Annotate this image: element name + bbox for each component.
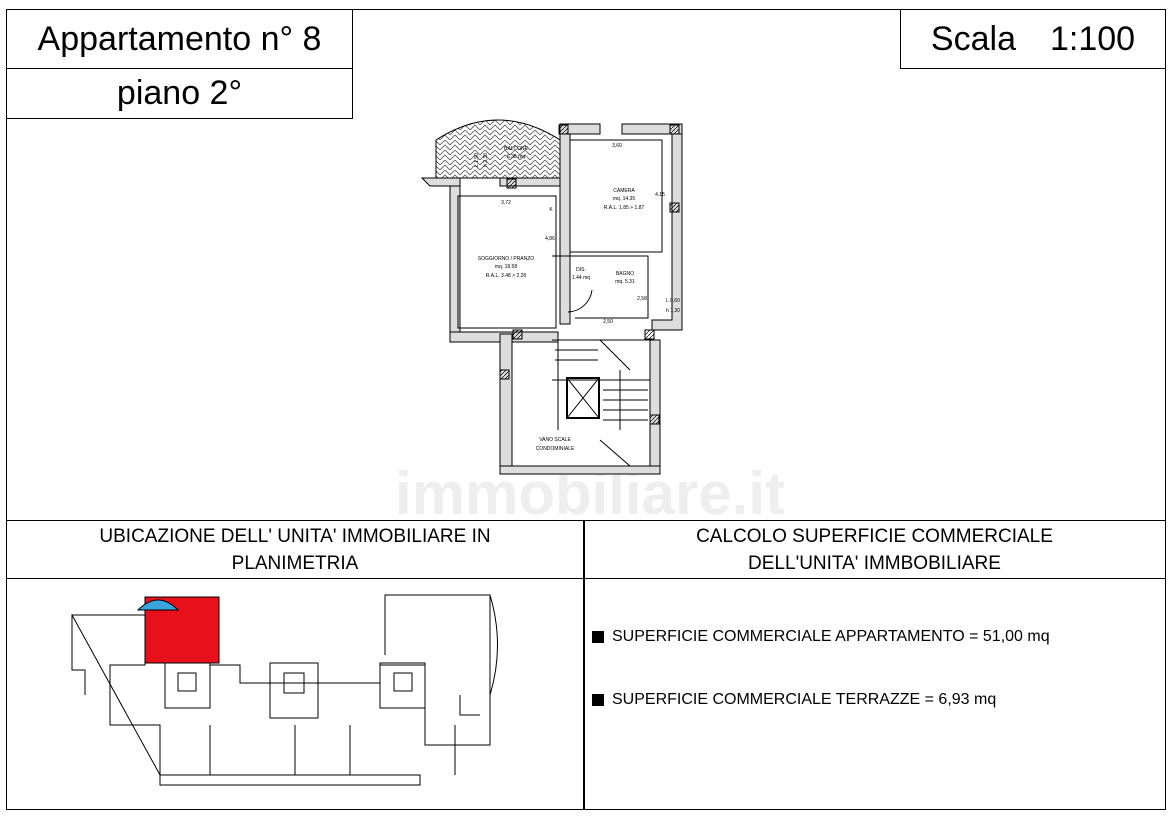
dis-name: DIS. <box>576 267 586 273</box>
site-plan <box>71 594 498 786</box>
window-h: h 1,30 <box>666 308 680 314</box>
scale-name2: CONDOMINIALE <box>536 446 575 452</box>
balcone-dim1: L 1,50 <box>474 153 480 167</box>
surface-terraces-text: SUPERFICIE COMMERCIALE TERRAZZE = 6,93 m… <box>612 691 997 708</box>
bullet-square-icon <box>592 694 604 706</box>
balcony-highlight <box>136 599 180 611</box>
camera-ral: R.A.L. 1.85 > 1.87 <box>604 205 645 211</box>
location-header-text: UBICAZIONE DELL' UNITA' IMMOBILIARE IN P… <box>99 525 491 574</box>
location-header: UBICAZIONE DELL' UNITA' IMMOBILIARE IN P… <box>6 520 584 579</box>
pillars <box>499 124 680 425</box>
room-labels: BALCONE 6.38 mq CAMERA mq. 14.35 R.A.L. … <box>474 143 680 452</box>
camera-height: 4,15 <box>655 192 665 198</box>
surface-line-apartment: SUPERFICIE COMMERCIALE APPARTAMENTO = 51… <box>592 628 1050 646</box>
bagno-height: 2,58 <box>637 296 647 302</box>
soggiorno-height: 4,86 <box>545 236 555 242</box>
interior-lines <box>457 139 663 467</box>
surface-header: CALCOLO SUPERFICIE COMMERCIALE DELL'UNIT… <box>583 520 1166 579</box>
walls <box>420 123 683 475</box>
dis-area: 1.44 mq <box>572 275 590 281</box>
balcone-dim2: h 2,30 <box>483 153 489 167</box>
surface-apartment-text: SUPERFICIE COMMERCIALE APPARTAMENTO = 51… <box>612 628 1050 645</box>
bagno-width: 2,50 <box>603 319 613 325</box>
apartment-title-text: Appartamento n° 8 <box>37 19 322 58</box>
camera-width: 3,60 <box>612 143 622 149</box>
soggiorno-name: SOGGIORNO / PRANZO <box>478 256 535 262</box>
camera-name: CAMERA <box>613 188 635 194</box>
scale-name1: VANO SCALE <box>539 437 571 443</box>
surface-header-text: CALCOLO SUPERFICIE COMMERCIALE DELL'UNIT… <box>696 525 1053 574</box>
soggiorno-area: mq. 18.58 <box>495 264 517 270</box>
floor-plan: immobiliare.it BALCONE 6.38 mq CAMERA mq… <box>395 119 785 520</box>
soggiorno-width: 3,72 <box>501 200 511 206</box>
kitchen-mark: K <box>549 207 553 213</box>
bagno-name: BAGNO <box>616 271 634 277</box>
floor-title-text: piano 2° <box>116 74 243 112</box>
window-l: L 0,60 <box>666 298 680 304</box>
bullet-square-icon <box>592 631 604 643</box>
soggiorno-ral: R.A.L. 3.48 > 2.28 <box>486 273 527 279</box>
balcony <box>435 119 561 179</box>
floor-title: piano 2° <box>6 68 353 119</box>
balcone-area: 6.38 mq <box>507 154 525 160</box>
scale-value: 1:100 <box>1049 19 1136 58</box>
scale-label: Scala <box>930 19 1016 58</box>
camera-area: mq. 14.35 <box>613 196 635 202</box>
bagno-area: mq. 5.31 <box>615 279 635 285</box>
surface-line-terraces: SUPERFICIE COMMERCIALE TERRAZZE = 6,93 m… <box>592 691 996 709</box>
scale-box: Scala 1:100 <box>900 9 1166 69</box>
balcone-name: BALCONE <box>504 146 529 152</box>
